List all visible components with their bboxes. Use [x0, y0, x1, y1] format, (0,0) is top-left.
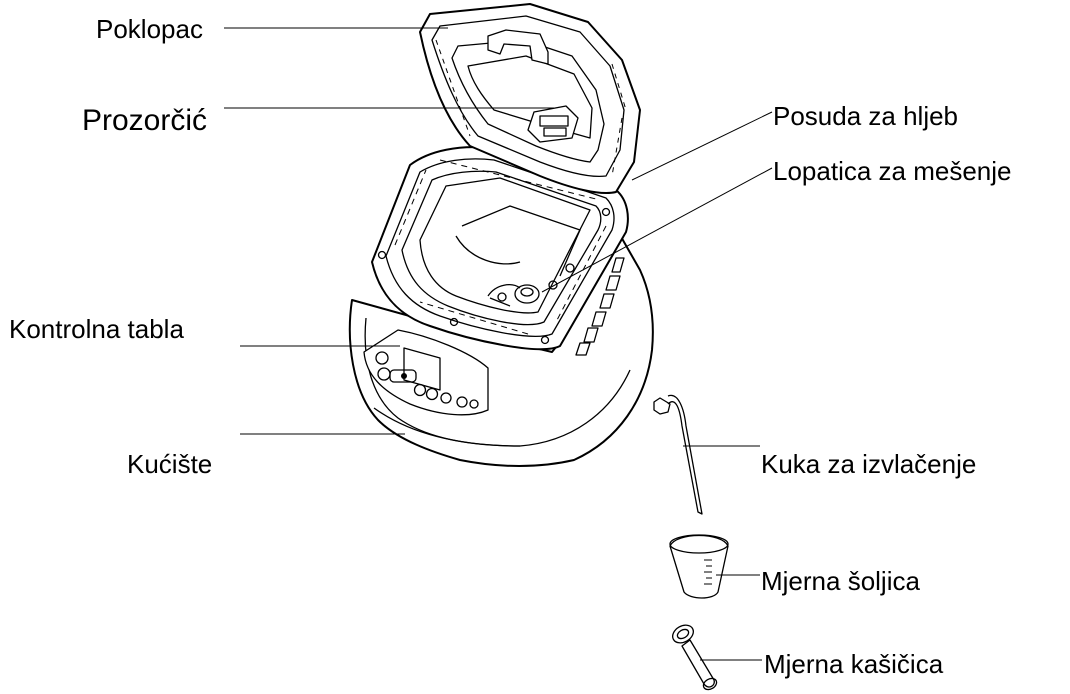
measuring-cup	[670, 535, 728, 598]
label-kneading-paddle: Lopatica za mešenje	[773, 156, 1011, 186]
label-lid: Poklopac	[96, 14, 203, 44]
label-window: Prozorčić	[82, 104, 207, 138]
label-housing: Kućište	[127, 449, 212, 479]
label-bread-pan: Posuda za hljeb	[773, 101, 958, 131]
label-control-panel: Kontrolna tabla	[9, 314, 184, 344]
label-hook: Kuka za izvlačenje	[761, 449, 976, 479]
label-measuring-spoon: Mjerna kašičica	[764, 649, 943, 679]
extraction-hook	[654, 395, 702, 514]
label-measuring-cup: Mjerna šoljica	[761, 566, 920, 596]
measuring-spoon	[669, 622, 718, 692]
